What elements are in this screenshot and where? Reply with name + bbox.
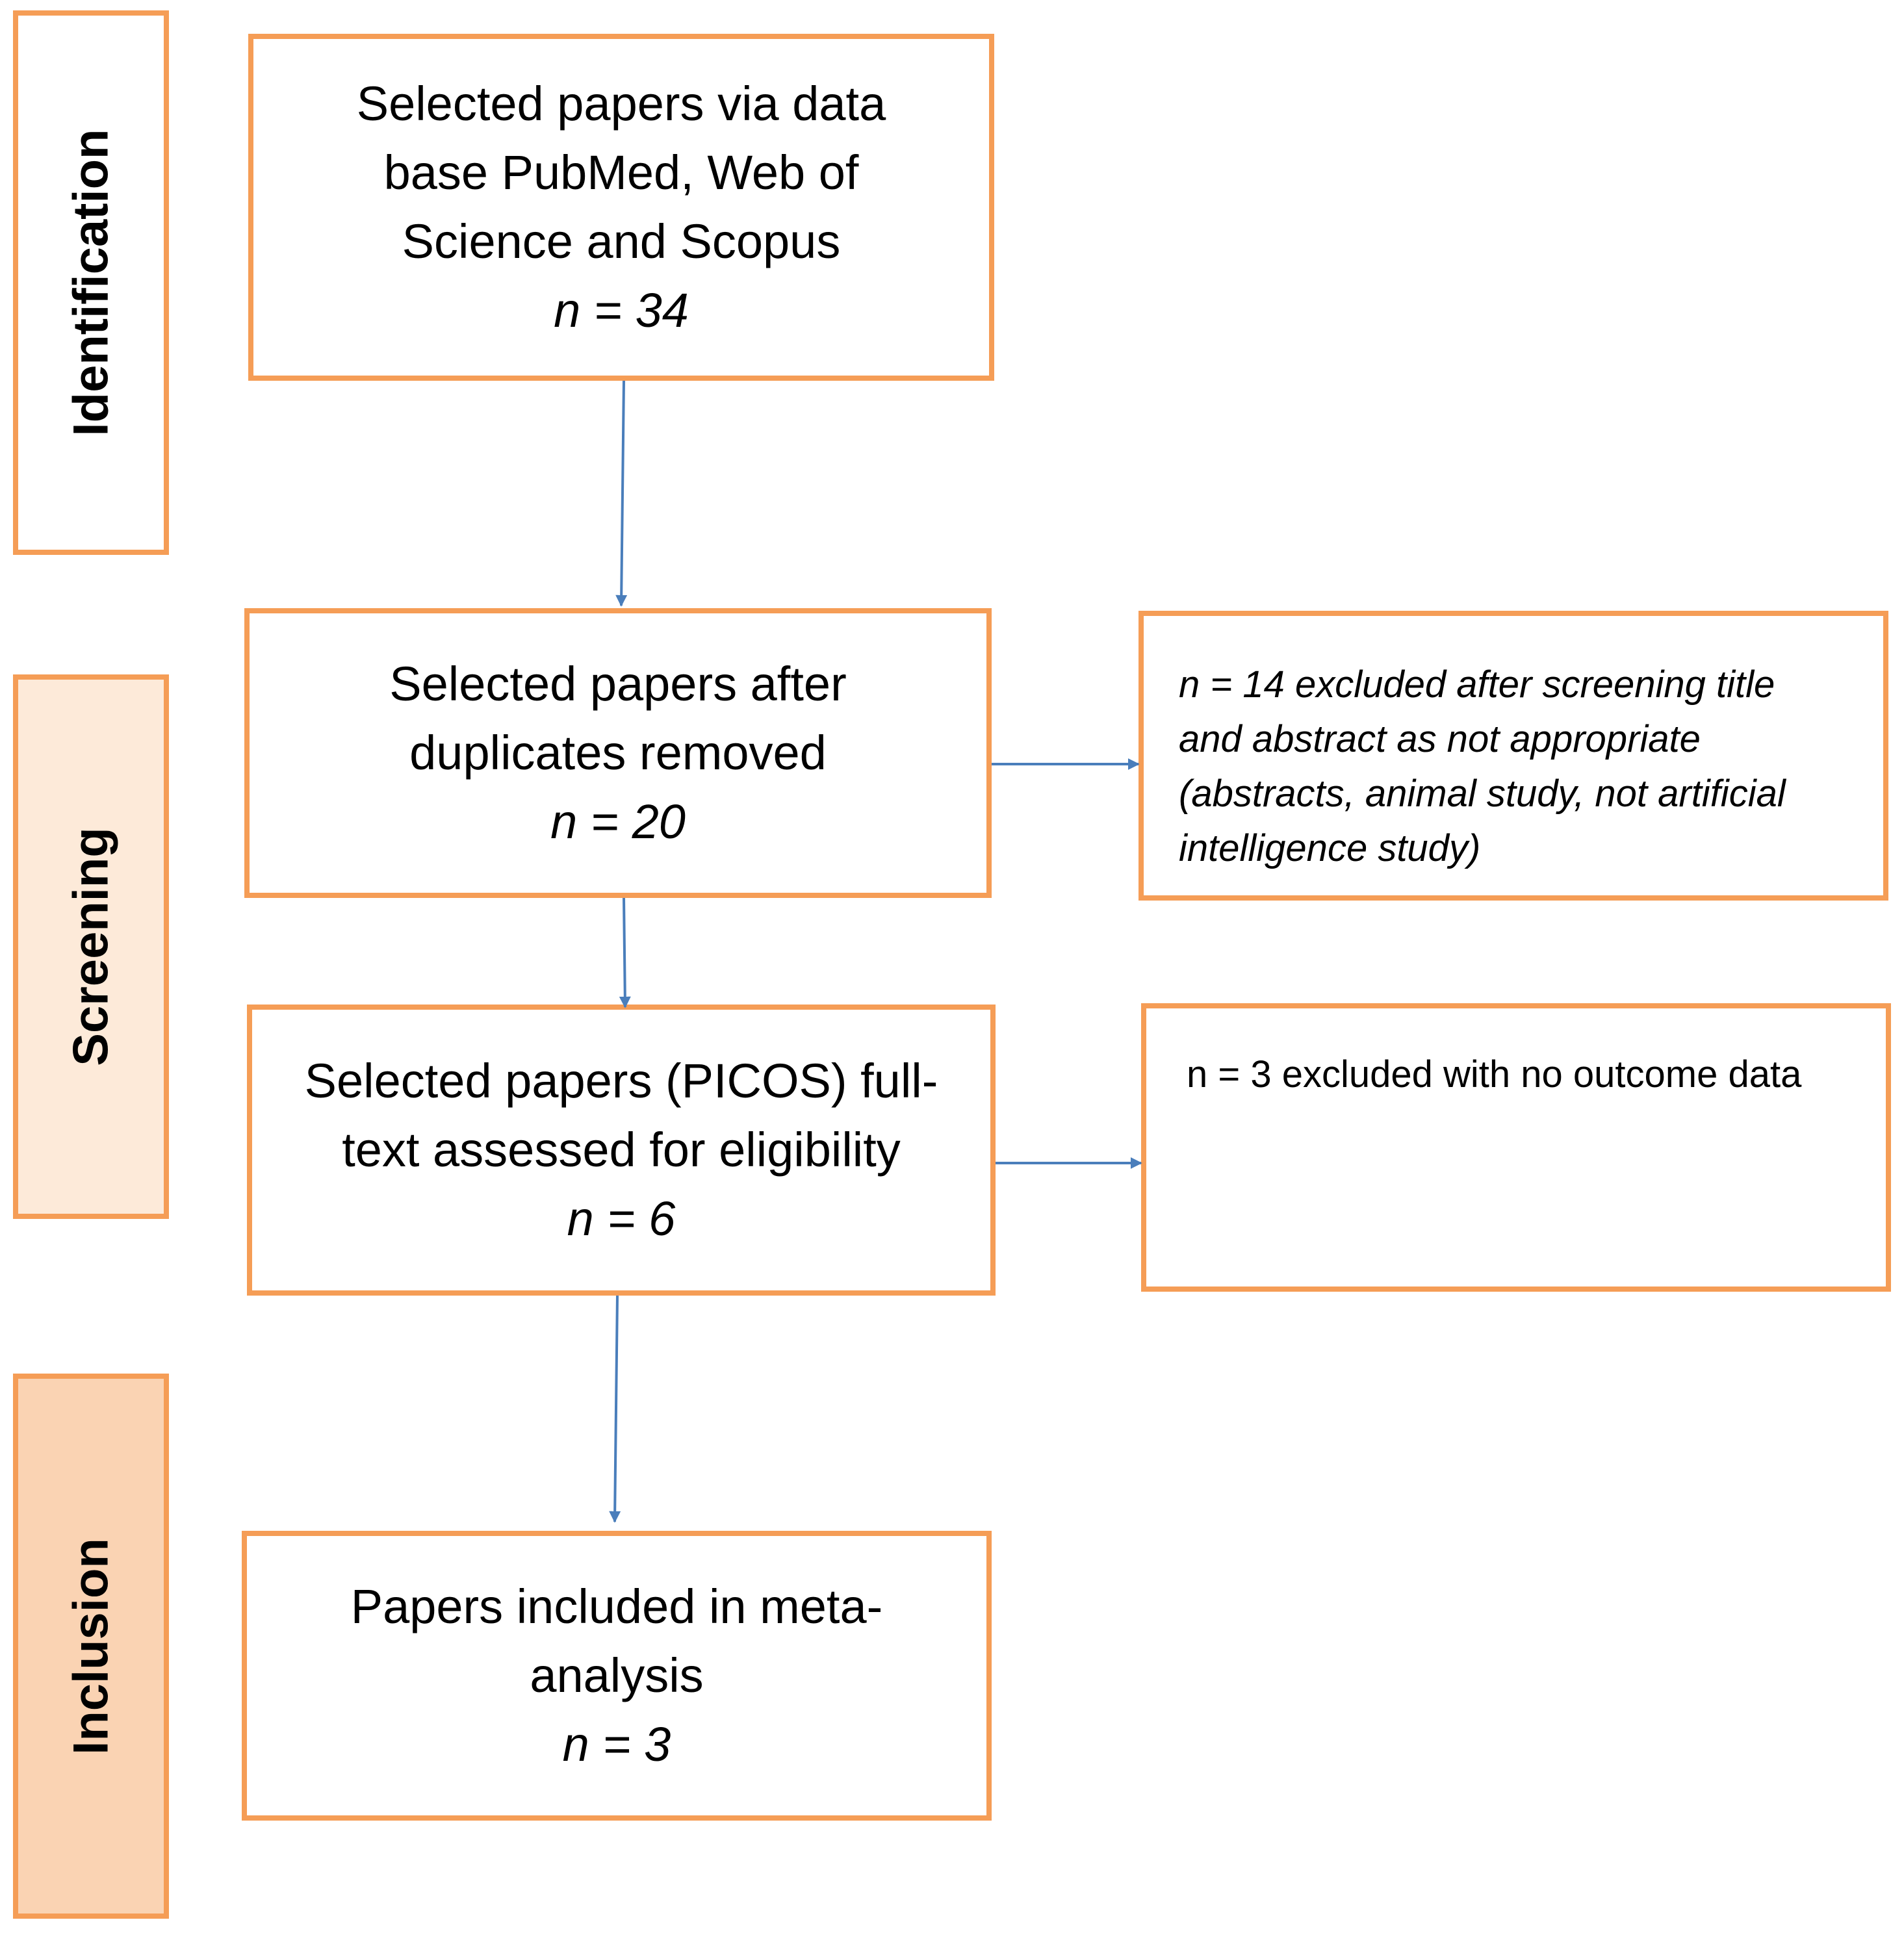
stage-inclusion: Inclusion [13, 1374, 169, 1919]
arrow-identified-to-deduplicated [615, 380, 628, 607]
screening-exclusion-box: n = 14 excluded after screening title an… [1139, 611, 1888, 901]
arrow-deduplicated-to-fulltext [619, 897, 631, 1008]
identified-box: Selected papers via data base PubMed, We… [248, 34, 994, 381]
fulltext-line-1: Selected papers (PICOS) full- [304, 1054, 938, 1108]
identified-line-1: Selected papers via data [356, 77, 886, 131]
fulltext-line-2: text assessed for eligibility [342, 1123, 901, 1177]
screening-exclusion-line-1: n = 14 excluded after screening title [1179, 663, 1775, 706]
screening-exclusion-line-2: and abstract as not appropriate [1179, 718, 1701, 760]
included-line-2: analysis [530, 1648, 704, 1702]
screening-exclusion-line-4: intelligence study) [1179, 827, 1481, 869]
screening-exclusion-line-3: (abstracts, animal study, not artificial [1179, 773, 1786, 815]
deduplicated-count: n = 20 [550, 795, 686, 849]
deduplicated-line-2: duplicates removed [409, 726, 827, 780]
deduplicated-box: Selected papers after duplicates removed… [244, 608, 992, 898]
eligibility-exclusion-text: n = 3 excluded with no outcome data [1187, 1053, 1802, 1095]
eligibility-exclusion-box: n = 3 excluded with no outcome data [1141, 1003, 1891, 1292]
identified-line-3: Science and Scopus [402, 214, 841, 268]
deduplicated-line-1: Selected papers after [389, 657, 847, 711]
arrow-fulltext-to-included [609, 1295, 621, 1523]
identified-count: n = 34 [554, 283, 689, 337]
identified-line-2: base PubMed, Web of [383, 146, 859, 199]
included-count: n = 3 [562, 1717, 671, 1771]
included-line-1: Papers included in meta- [350, 1580, 883, 1633]
fulltext-count: n = 6 [567, 1192, 676, 1246]
stage-identification: Identification [13, 10, 169, 555]
included-box: Papers included in meta- analysis n = 3 [242, 1531, 992, 1821]
stage-screening: Screening [13, 674, 169, 1219]
fulltext-box: Selected papers (PICOS) full- text asses… [247, 1005, 996, 1296]
